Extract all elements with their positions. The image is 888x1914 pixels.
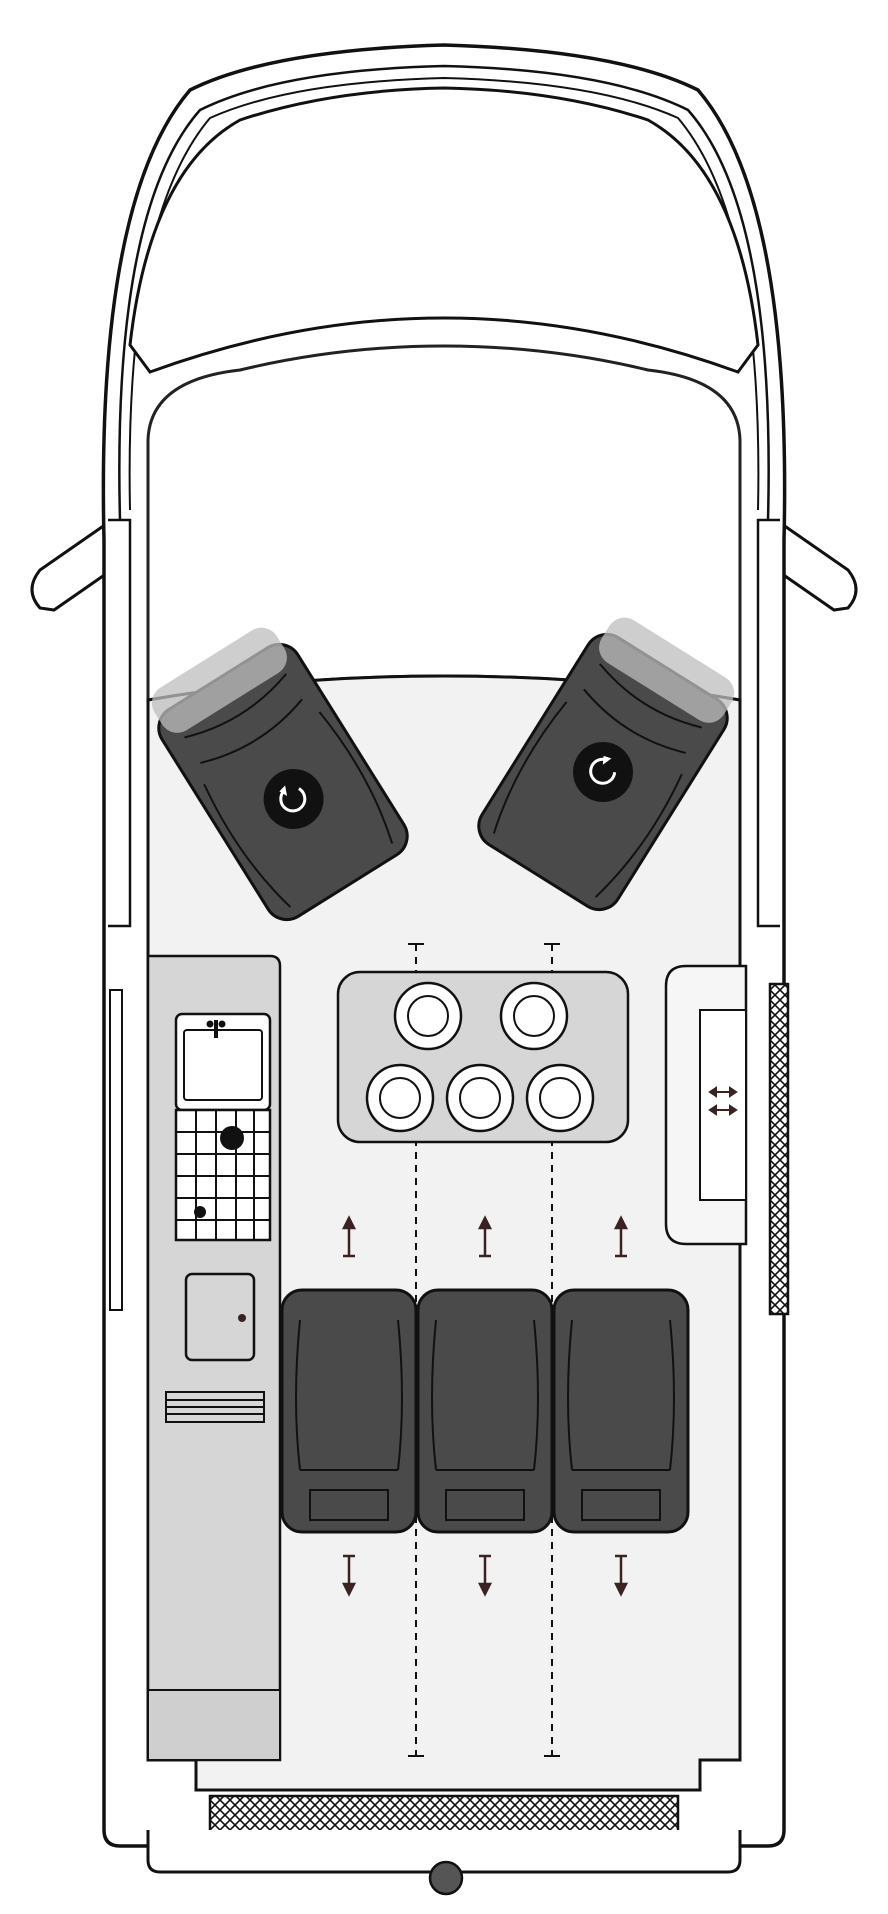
passenger-seat	[477, 617, 735, 912]
right-door	[756, 518, 780, 928]
left-window	[109, 989, 123, 1311]
burner-knob-small	[194, 1206, 206, 1218]
burner	[499, 981, 569, 1051]
burner-knob-large	[220, 1126, 244, 1150]
hood-line	[118, 64, 770, 521]
slide-arrow-down-icon	[613, 1554, 629, 1597]
slide-arrow-down-icon	[477, 1554, 493, 1597]
burner	[365, 1063, 435, 1133]
rear-net	[208, 1794, 680, 1834]
slide-arrow-up-icon	[613, 1215, 629, 1258]
burner	[445, 1063, 515, 1133]
side-cabinet-panel	[699, 1009, 747, 1201]
kitchen-counter-end	[147, 1689, 281, 1761]
left-door	[108, 518, 132, 928]
sliding-arrows-icon	[708, 1086, 738, 1116]
slide-arrow-up-icon	[341, 1215, 357, 1258]
slide-arrow-up-icon	[477, 1215, 493, 1258]
rear-seat	[552, 1288, 690, 1534]
driver-seat	[151, 627, 409, 922]
fridge	[184, 1272, 256, 1362]
stove-grid	[174, 1108, 272, 1242]
rotate-icon	[263, 768, 324, 829]
fridge-handle	[238, 1314, 246, 1322]
tow-hitch	[428, 1860, 464, 1896]
vent	[165, 1391, 265, 1423]
rear-seat	[416, 1288, 554, 1534]
slide-arrow-down-icon	[341, 1554, 357, 1597]
side-net	[768, 982, 790, 1316]
windshield	[128, 86, 760, 374]
faucet-icon	[206, 1020, 226, 1038]
sink-basin	[183, 1029, 263, 1101]
burner	[393, 981, 463, 1051]
rotate-icon	[573, 742, 633, 802]
rear-seat	[280, 1288, 418, 1534]
burner	[525, 1063, 595, 1133]
